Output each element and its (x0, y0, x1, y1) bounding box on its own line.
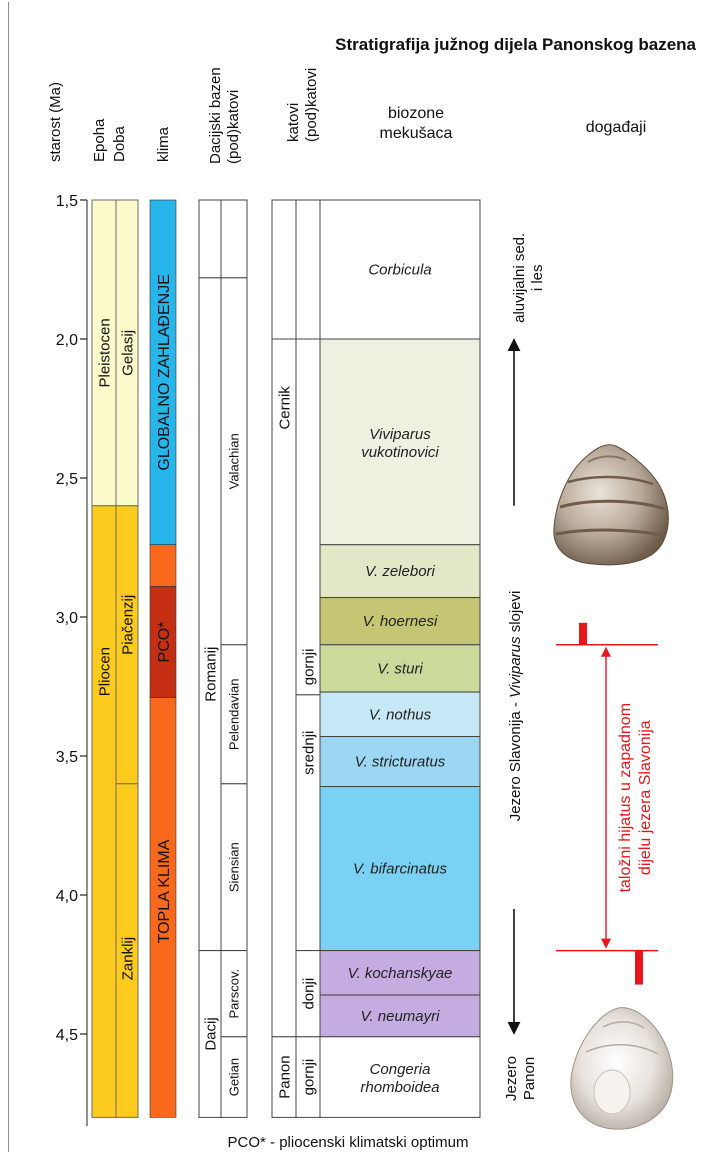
substage-label: gornji (300, 649, 317, 686)
header-age: starost (Ma) (47, 82, 64, 162)
header-events: događaji (586, 119, 647, 136)
dacian-substage-label: Getian (227, 1058, 242, 1096)
substage-interval (296, 339, 320, 695)
biozone-label: V. bifarcinatus (353, 861, 447, 878)
age-tick-label: 2,0 (56, 332, 78, 349)
epoch-label: Pleistocen (96, 318, 113, 387)
stage-label: Cernik (276, 386, 293, 430)
substage-interval (296, 200, 320, 339)
viviparus-shell-illustration (554, 445, 669, 565)
header-doba: Doba (111, 125, 128, 162)
header-biozone-line2: mekušaca (380, 125, 453, 142)
event-panon-line2: Panon (521, 1057, 538, 1100)
event-alluvial-line1: aluvijalni sed. (511, 233, 528, 323)
footnote: PCO* - pliocenski klimatski optimum (228, 1134, 469, 1151)
dacian-substage-label: Valachian (227, 433, 242, 489)
climate-interval (150, 545, 176, 587)
biozone-label: V. stricturatus (355, 754, 446, 771)
dacian-substage-label: Pelendavian (227, 679, 242, 751)
biozone-label: Congeria (370, 1061, 431, 1078)
biozone-label: V. hoernesi (363, 613, 438, 630)
substage-label: donji (300, 978, 317, 1010)
dacian-substage-label: Siensian (227, 842, 242, 892)
dacian-stage-label: Dacij (202, 1017, 219, 1050)
dacian-substage-interval (221, 200, 247, 278)
age-tick-label: 4,0 (56, 888, 78, 905)
stage-interval (272, 200, 296, 339)
substage-label: gornji (300, 1059, 317, 1096)
age-tick-label: 3,5 (56, 749, 78, 766)
age-axis: 1,5 2,0 2,5 3,0 3,5 4,0 4,5 (56, 193, 87, 1126)
biozone-label: V. neumayri (361, 1008, 441, 1025)
event-alluvial-line2: i les (529, 264, 546, 291)
age-label: Piačenzij (119, 595, 136, 655)
header-epoha: Epoha (91, 118, 108, 162)
header-dacian-line1: Dacijski bazen (207, 67, 224, 164)
dacian-stage-interval (199, 278, 221, 951)
stage-label: Panon (276, 1055, 293, 1098)
climate-label: TOPLA KLIMA (156, 839, 173, 943)
climate-label: GLOBALNO ZAHLAĐENJE (156, 274, 173, 471)
event-lake-slavonija: Jezero Slavonija - Viviparus slojevi (507, 591, 524, 822)
stratigraphy-figure: Stratigrafija južnog dijela Panonskog ba… (8, 2, 698, 1152)
event-panon-line1: Jezero (503, 1056, 520, 1101)
age-tick-label: 3,0 (56, 610, 78, 627)
header-biozone-line1: biozone (388, 105, 444, 122)
age-tick-label: 4,5 (56, 1027, 78, 1044)
biozone-label: V. zelebori (365, 563, 435, 580)
header-dacian-line2: (pod)katovi (225, 90, 242, 164)
hiatus-marker-bottom (635, 951, 643, 985)
biozone-label-line2: vukotinovici (361, 444, 439, 461)
header-katovi-line1: katovi (285, 103, 302, 142)
age-label: Zanklij (119, 937, 136, 980)
epoch-label: Pliocen (96, 647, 113, 696)
figure-title: Stratigrafija južnog dijela Panonskog ba… (335, 35, 696, 54)
biozone-label: V. nothus (369, 706, 432, 723)
stratigraphy-chart: Stratigrafija južnog dijela Panonskog ba… (8, 2, 698, 1152)
epoch-interval (92, 506, 116, 1118)
substage-label: srednji (300, 731, 317, 775)
hiatus-marker-top (579, 623, 587, 645)
climate-label: PCO* (156, 622, 173, 663)
header-katovi-line2: (pod)katovi (303, 68, 320, 142)
biozone-label: V. sturi (377, 660, 423, 677)
hiatus-label-line1: taložni hijatus u zapadnom (617, 703, 634, 892)
stage-interval (272, 339, 296, 1037)
biozone-label: Corbicula (368, 262, 431, 279)
dacian-stage-label: Romanij (202, 647, 219, 702)
age-tick-label: 1,5 (56, 193, 78, 210)
biozone-label: Viviparus (369, 426, 431, 443)
age-tick-label: 2,5 (56, 471, 78, 488)
biozone-label: V. kochanskyae (348, 965, 453, 982)
column-headers: starost (Ma) Epoha Doba klima Dacijski b… (47, 67, 320, 164)
dacian-stage-interval (199, 200, 221, 278)
hiatus-label-line2: dijelu jezera Slavonija (637, 720, 654, 875)
hiatus-arrow-up (601, 647, 611, 657)
congeria-shell-illustration (571, 1008, 673, 1130)
biozone-label-line2: rhomboidea (360, 1079, 439, 1096)
age-label: Gelasij (119, 330, 136, 376)
hiatus-arrow-down (601, 939, 611, 949)
dacian-substage-label: Parscov. (227, 969, 242, 1019)
header-klima: klima (155, 126, 172, 162)
